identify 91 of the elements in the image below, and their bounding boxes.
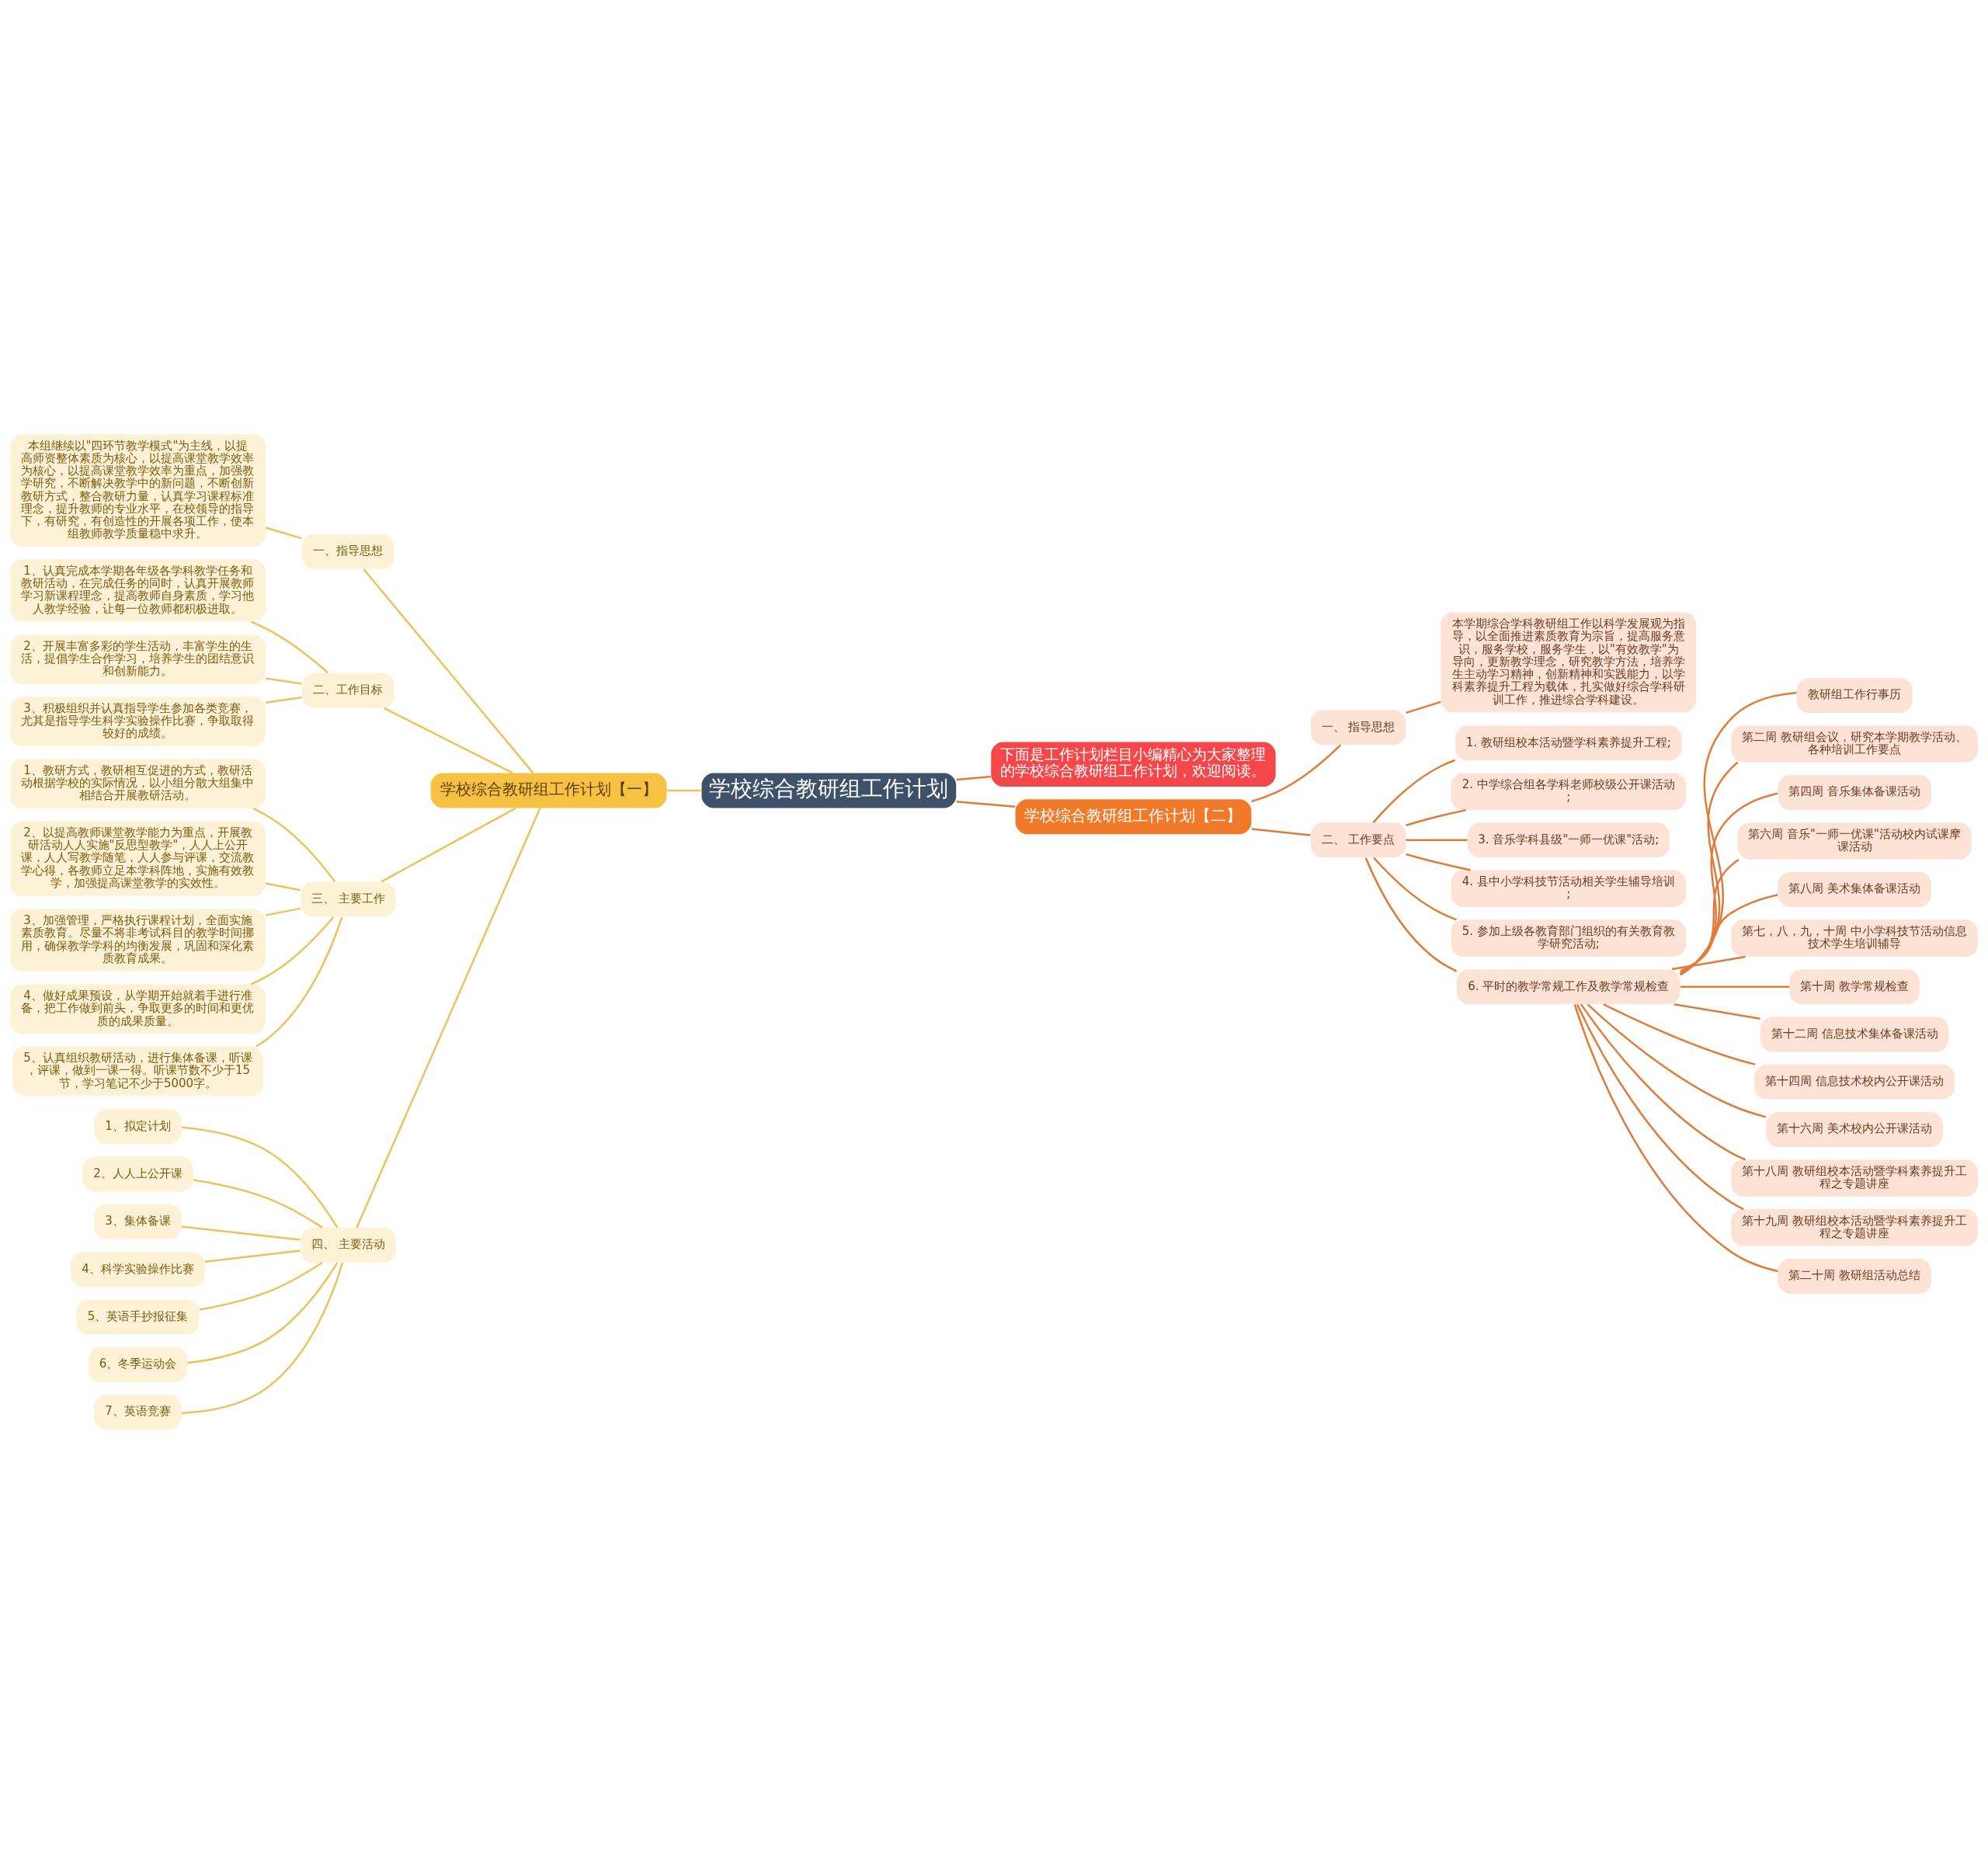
connector <box>1680 985 1790 988</box>
node-box: 三、 主要工作 <box>301 881 396 917</box>
connector <box>1580 1003 1746 1160</box>
node-box: 2、以提高教师课堂教学能力为重点，开展教研活动人人实施"反思型教学"，人人上公开课，人人写教学随笔，人人参与评课，交流教学心得，各教师立足本学科阵地，实施有效教学，加强提高课堂教学的实效性。 <box>10 820 266 896</box>
node-box: 3. 音乐学科县级"一师一优课"活动; <box>1467 822 1670 857</box>
connector <box>1251 744 1342 802</box>
node-box: 5、认真组织教研活动，进行集体备课，听课，评课，做到一课一得。听课节数不少于15节，学习笔记不少于5000字。 <box>12 1046 263 1096</box>
connector <box>181 1262 344 1414</box>
node-box: 第十六周 美术校内公开课活动 <box>1766 1111 1943 1147</box>
node-box: 6. 平时的教学常规工作及教学常规检查 <box>1456 968 1680 1004</box>
connector <box>1406 700 1441 714</box>
node-box: 4、做好成果预设，从学期开始就着手进行准备，把工作做到前头，争取更多的时间和更优质的成果质量。 <box>10 984 266 1034</box>
connector <box>252 807 336 882</box>
connector <box>1573 1003 1778 1272</box>
node-box: 2. 中学综合组各学科老师校级公开课活动; <box>1451 773 1687 810</box>
connector <box>384 707 513 773</box>
connector <box>356 807 541 1228</box>
node-box: 1、教研方式，教研相互促进的方式，教研活动根据学校的实际情况，以小组分散大组集中相结合开展教研活动。 <box>10 758 266 808</box>
connector <box>1680 858 1740 974</box>
connector <box>181 1126 339 1228</box>
node-box: 2、开展丰富多彩的学生活动，丰富学生的生活，提倡学生合作学习，培养学生的团结意识和创新能力。 <box>10 634 266 684</box>
connector <box>1603 1003 1756 1065</box>
connector <box>381 807 516 882</box>
node-box: 2、人人上公开课 <box>82 1156 193 1192</box>
node-box: 第十八周 教研组校本活动暨学科素养提升工程之专题讲座 <box>1731 1159 1978 1197</box>
connector <box>181 1225 301 1241</box>
node-box: 第十四周 信息技术校内公开课活动 <box>1754 1064 1955 1100</box>
node-box: 第十二周 信息技术集体备课活动 <box>1760 1016 1949 1051</box>
connector <box>1251 827 1311 836</box>
node-box: 6、冬季运动会 <box>88 1347 188 1382</box>
connector <box>1373 857 1457 920</box>
node-box: 5、英语手抄报征集 <box>76 1298 200 1334</box>
connector <box>265 696 302 704</box>
node-box: 第四周 音乐集体备课活动 <box>1778 774 1931 810</box>
connector <box>265 907 301 916</box>
node-box: 本学期综合学科教研组工作以科学发展观为指导，以全面推进素质教育为宗旨，提高服务意识，服务学校，服务学生，以"有效教学"为导向，更新教学理念，研究教学方法，培养学生主动学习精神，创新精神和实践能力，以学科素养提升工程为载体，扎实做好综合学科研训工作，推进综合学科建设。 <box>1441 612 1697 712</box>
connector <box>666 789 702 791</box>
node-box: 二、工作目标 <box>301 673 394 708</box>
connector <box>956 775 992 780</box>
node-box: 学校综合教研组工作计划【一】 <box>430 773 667 808</box>
connector <box>204 1249 301 1263</box>
node-box: 第二十周 教研组活动总结 <box>1778 1258 1931 1294</box>
node-box: 第十周 教学常规检查 <box>1789 968 1920 1004</box>
connector <box>1372 759 1456 823</box>
node-box: 教研组工作行事历 <box>1796 677 1913 713</box>
node-box: 学校综合教研组工作计划 <box>701 773 957 808</box>
node-box: 第七，八，九，十周 中小学科技节活动信息技术学生培训辅导 <box>1731 919 1978 957</box>
connector <box>1680 761 1739 975</box>
connector <box>193 1178 323 1229</box>
connector <box>250 916 335 985</box>
node-box: 4. 县中小学科技节活动相关学生辅导培训; <box>1451 870 1687 907</box>
connector <box>363 568 534 773</box>
connector <box>1673 1003 1760 1020</box>
connector <box>187 1261 339 1364</box>
node-box: 四、 主要活动 <box>301 1227 396 1263</box>
node-box: 一、 指导思想 <box>1310 709 1406 745</box>
node-box: 第十九周 教研组校本活动暨学科素养提升工程之专题讲座 <box>1731 1208 1978 1246</box>
node-box: 4、科学实验操作比赛 <box>71 1251 205 1287</box>
node-box: 第八周 美术集体备课活动 <box>1778 871 1931 907</box>
node-box: 第六周 音乐"一师一优课"活动校内试课摩课活动 <box>1737 822 1972 860</box>
node-box: 3、积极组织并认真指导学生参加各类竞赛，尤其是指导学生科学实验操作比赛，争取取得较好的成绩。 <box>10 696 266 746</box>
node-box: 二、 工作要点 <box>1310 822 1406 857</box>
node-box: 1、认真完成本学期各年级各学科教学任务和教研活动，在完成任务的同时，认真开展教师学习新课程理念，提高教师自身素质，学习他人教学经验，让每一位教师都积极进取。 <box>10 558 266 621</box>
node-box: 3、加强管理，严格执行课程计划，全面实施素质教育。尽量不将非考试科目的教学时间挪用，确保教学学科的均衡发展，巩固和深化素质教育成果。 <box>10 909 266 971</box>
node-box: 1. 教研组校本活动暨学科素养提升工程; <box>1455 725 1682 760</box>
node-box: 3、集体备课 <box>94 1204 182 1239</box>
node-box: 一、指导思想 <box>301 534 394 569</box>
connector <box>1576 1003 1744 1210</box>
connector <box>1406 853 1471 871</box>
connector <box>265 881 301 892</box>
connector <box>1680 791 1778 975</box>
node-box: 下面是工作计划栏目小编精心为大家整理的学校综合教研组工作计划，欢迎阅读。 <box>991 742 1276 787</box>
connector <box>1671 955 1746 970</box>
connector <box>255 916 343 1048</box>
connector <box>251 620 329 673</box>
connector <box>1406 839 1468 841</box>
connector <box>199 1261 323 1311</box>
connector <box>1680 691 1797 975</box>
node-box: 7、英语竞赛 <box>94 1394 182 1430</box>
node-box: 本组继续以"四环节教学模式"为主线，以提高师资整体素质为核心，以提高课堂教学效率为核心，以提高课堂教学效率为重点，加强教学研究，不断解决教学中的新问题，不断创新教研方式，整合教研力量，认真学习课程标准理念，提升教师的专业水平，在校领导的指导下，有研究，有创造性的开展各项工作，使本组教师教学质量稳中求升。 <box>10 433 266 547</box>
connector <box>265 526 302 539</box>
node-box: 学校综合教研组工作计划【二】 <box>1015 798 1252 834</box>
node-box: 5. 参加上级各教育部门组织的有关教育教学研究活动; <box>1451 919 1687 957</box>
connector <box>1364 857 1458 972</box>
connector <box>1406 808 1467 826</box>
connector <box>956 800 1016 808</box>
connector <box>265 676 302 685</box>
connector <box>1680 893 1778 971</box>
node-box: 第二周 教研组会议，研究本学期教学活动、各种培训工作要点 <box>1731 725 1978 763</box>
connector <box>1587 1003 1767 1118</box>
node-box: 1、拟定计划 <box>94 1108 182 1144</box>
